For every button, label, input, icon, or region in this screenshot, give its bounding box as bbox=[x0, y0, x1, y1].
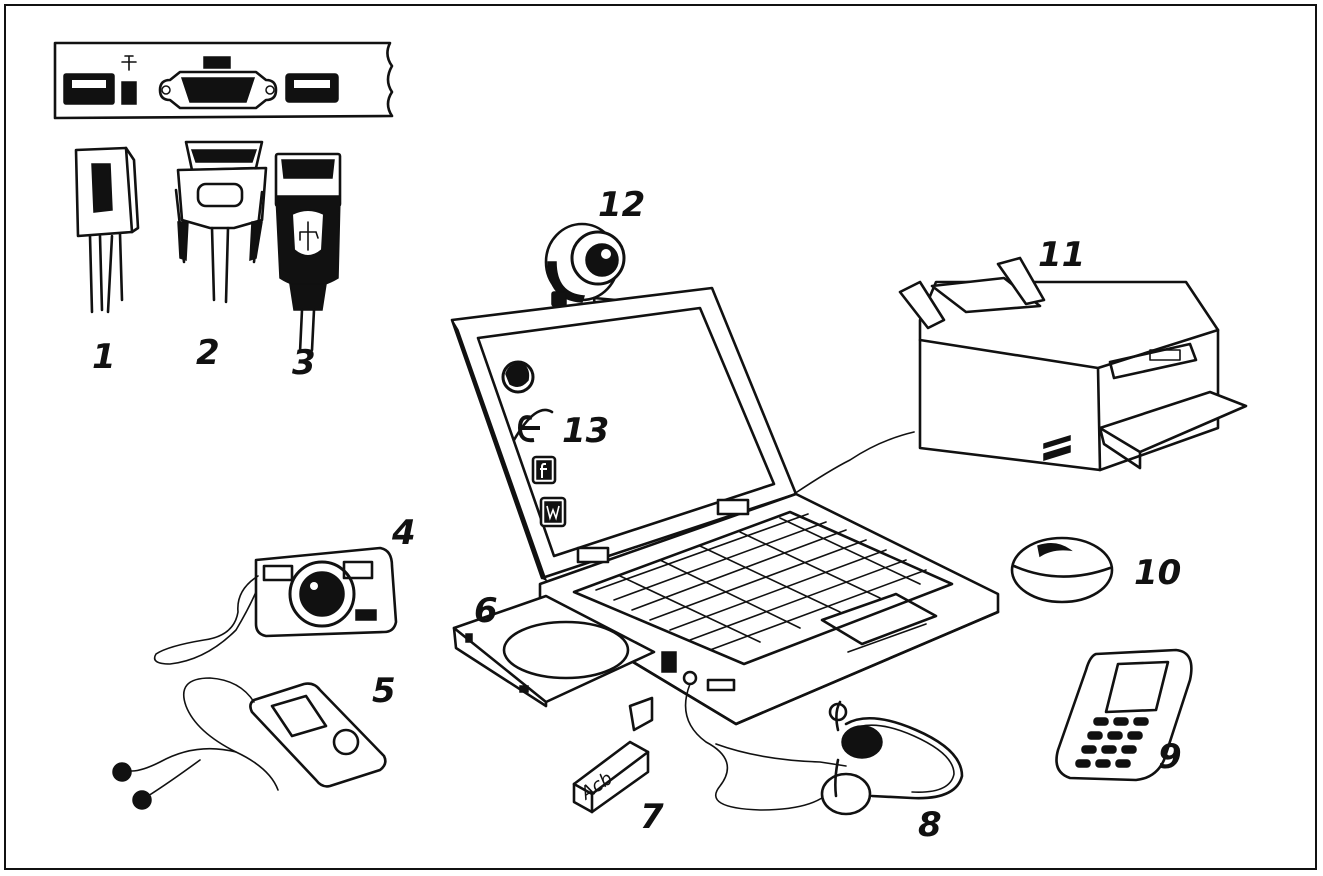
printer bbox=[900, 258, 1246, 470]
firefox-icon bbox=[503, 362, 533, 392]
camera bbox=[155, 548, 396, 664]
label-vga: 2 bbox=[196, 336, 220, 370]
label-mouse: 10 bbox=[1134, 556, 1181, 590]
label-usb: 3 bbox=[292, 346, 316, 380]
vga-plug bbox=[176, 142, 266, 302]
usb-flash-drive: Acb bbox=[574, 698, 652, 812]
usb-plug bbox=[276, 154, 340, 352]
label-cd: 6 bbox=[474, 594, 498, 628]
label-rj45: 1 bbox=[92, 340, 116, 374]
laptop bbox=[452, 288, 998, 810]
usb-port-icon bbox=[286, 74, 338, 102]
label-phone: 9 bbox=[1158, 740, 1182, 774]
vga-port-icon bbox=[160, 57, 276, 108]
label-mp3: 5 bbox=[372, 674, 396, 708]
label-desktop-icons: 13 bbox=[562, 414, 609, 448]
label-camera: 4 bbox=[392, 516, 416, 550]
label-flash: 7 bbox=[640, 800, 664, 834]
label-headset: 8 bbox=[918, 808, 942, 842]
ethernet-port-icon bbox=[64, 56, 136, 104]
headset bbox=[822, 702, 962, 814]
word-icon bbox=[541, 498, 565, 526]
label-printer: 11 bbox=[1038, 238, 1085, 272]
facebook-icon bbox=[533, 457, 555, 483]
rj45-plug bbox=[76, 148, 138, 312]
mp3-player bbox=[113, 678, 385, 809]
port-panel bbox=[55, 43, 392, 118]
mouse bbox=[1012, 538, 1112, 602]
label-webcam: 12 bbox=[598, 188, 645, 222]
